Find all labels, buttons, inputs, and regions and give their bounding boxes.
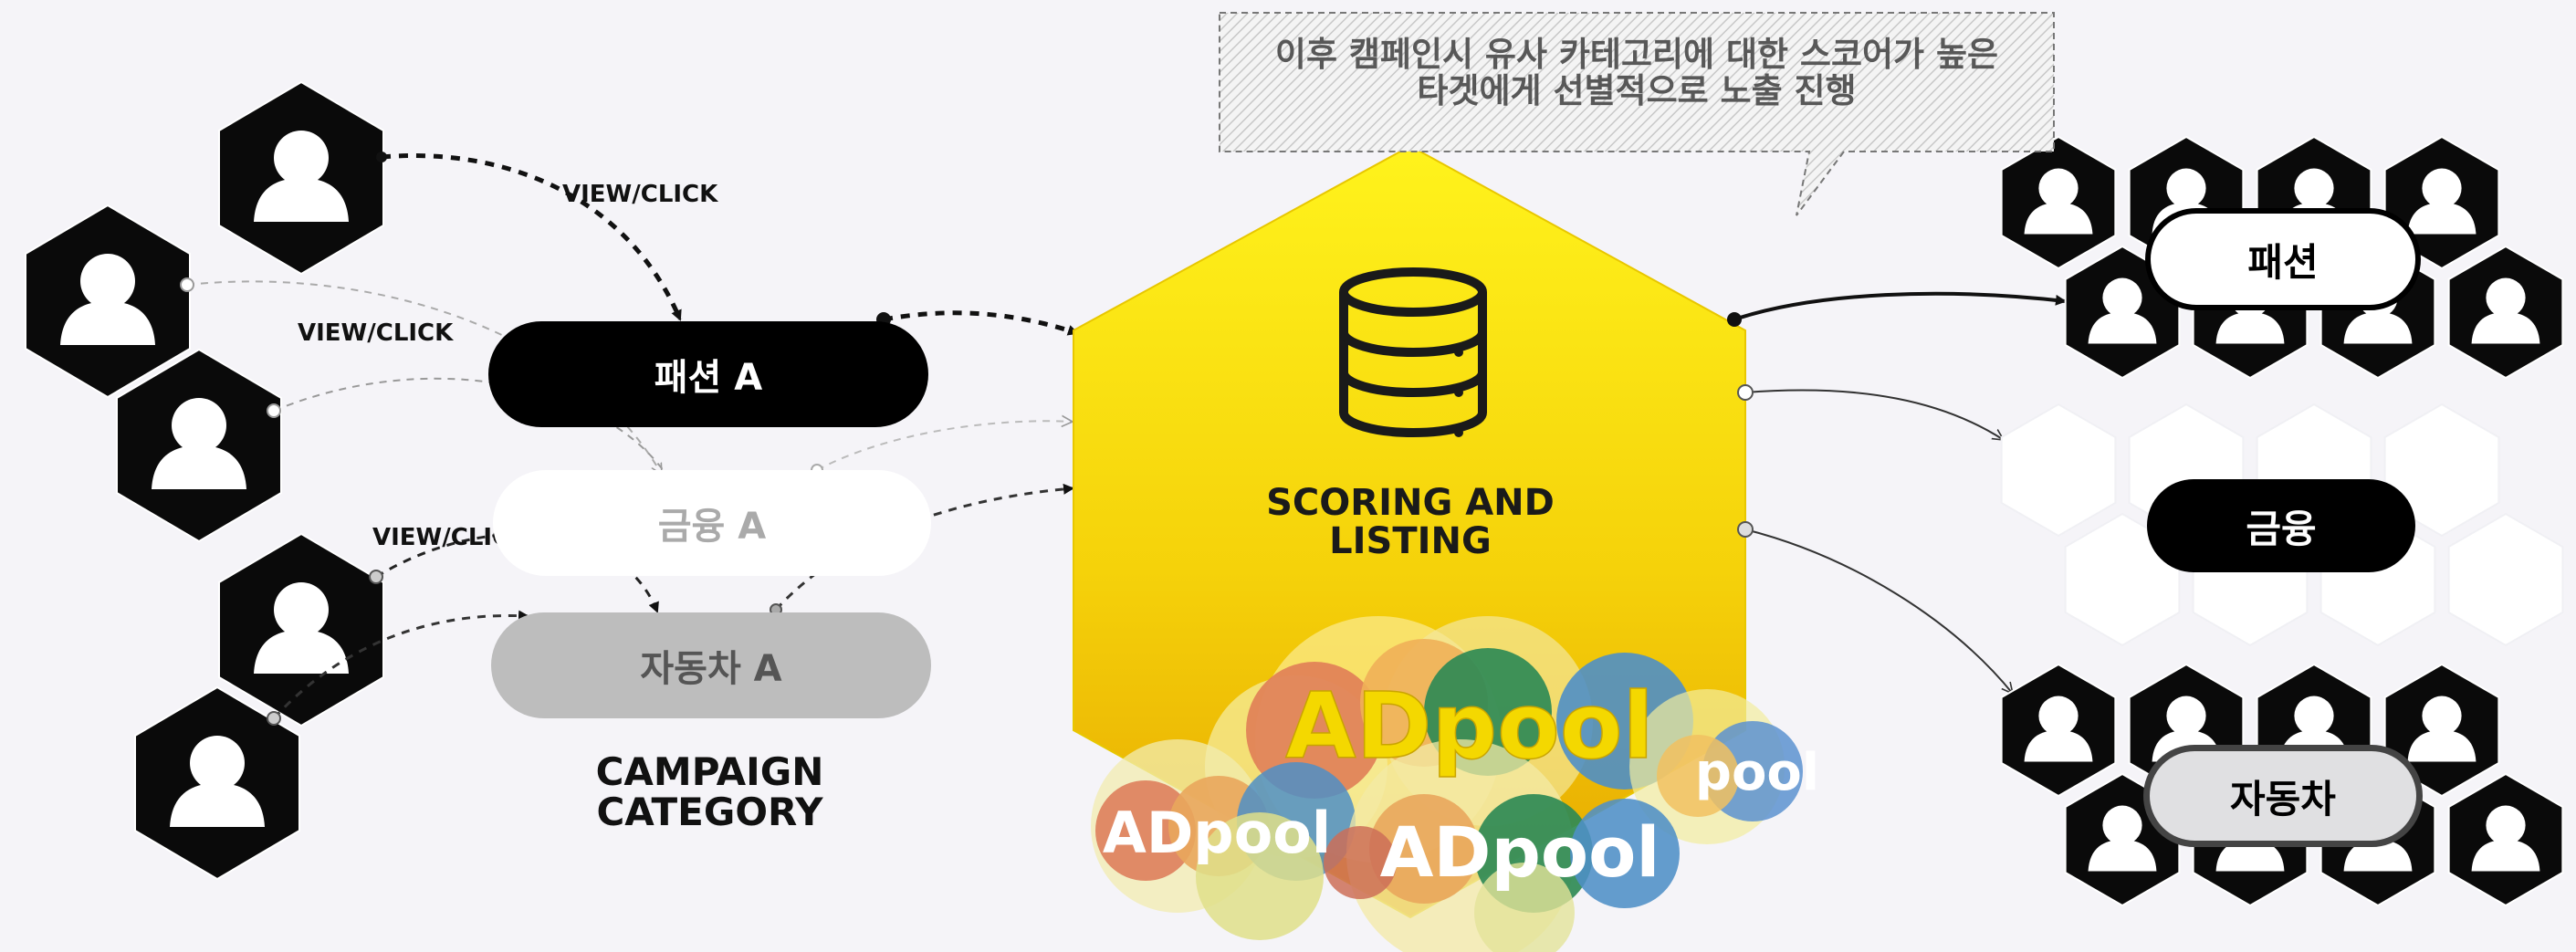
callout-line-1: 이후 캠페인시 유사 카테고리에 대한 스코어가 높은 (1274, 35, 1999, 74)
callout-box (1219, 12, 2055, 216)
user-icon-1 (218, 80, 384, 276)
adpool-label-left: ADpool (1103, 800, 1331, 866)
adpool-label-bottom: ADpool (1380, 811, 1660, 893)
adpool-bubble-cluster (1091, 616, 1803, 952)
user-icon-finance-1 (2000, 403, 2117, 538)
database-icon (1339, 267, 1487, 437)
campaign-pill-auto: 자동차 A (491, 612, 931, 718)
user-icon-fashion-1 (2000, 135, 2117, 270)
campaign-caption-line-2: CATEGORY (596, 790, 823, 834)
scoring-title: SCORING AND LISTING (1228, 484, 1593, 560)
scoring-title-line-2: LISTING (1329, 520, 1492, 562)
user-icon-auto-1 (2000, 663, 2117, 798)
view-click-label-2: VIEW/CLICK (298, 319, 454, 347)
user-icon-2 (25, 204, 191, 399)
callout-text: 이후 캠페인시 유사 카테고리에 대한 스코어가 높은 타겟에게 선별적으로 노… (1220, 37, 2054, 110)
user-icon-5 (134, 685, 300, 881)
campaign-category-caption: CAMPAIGN CATEGORY (548, 752, 872, 832)
adpool-label-right: pool (1695, 743, 1819, 802)
user-icon-finance-8 (2447, 512, 2564, 647)
callout-line-2: 타겟에게 선별적으로 노출 진행 (1417, 71, 1857, 110)
campaign-pill-fashion: 패션 A (488, 321, 928, 427)
adpool-labels: ADpool ADpool ADpool pool (1103, 672, 1819, 893)
view-click-label-1: VIEW/CLICK (562, 181, 718, 208)
campaign-caption-line-1: CAMPAIGN (595, 749, 824, 794)
segment-pill-auto: 자동차 (2143, 745, 2423, 847)
user-icon-3 (116, 348, 282, 543)
segment-pill-finance: 금융 (2147, 479, 2415, 572)
user-icon-auto-8 (2447, 772, 2564, 907)
campaign-pill-finance: 금융 A (493, 470, 931, 576)
user-icon-finance-4 (2383, 403, 2500, 538)
adpool-label-big: ADpool (1285, 673, 1654, 779)
scoring-title-line-1: SCORING AND (1266, 482, 1555, 524)
segment-pill-fashion: 패션 (2145, 208, 2421, 310)
user-icon-4 (218, 532, 384, 727)
user-icon-auto-4 (2383, 663, 2500, 798)
user-icon-fashion-8 (2447, 245, 2564, 380)
scoring-to-segment-arrows (1727, 291, 2067, 694)
